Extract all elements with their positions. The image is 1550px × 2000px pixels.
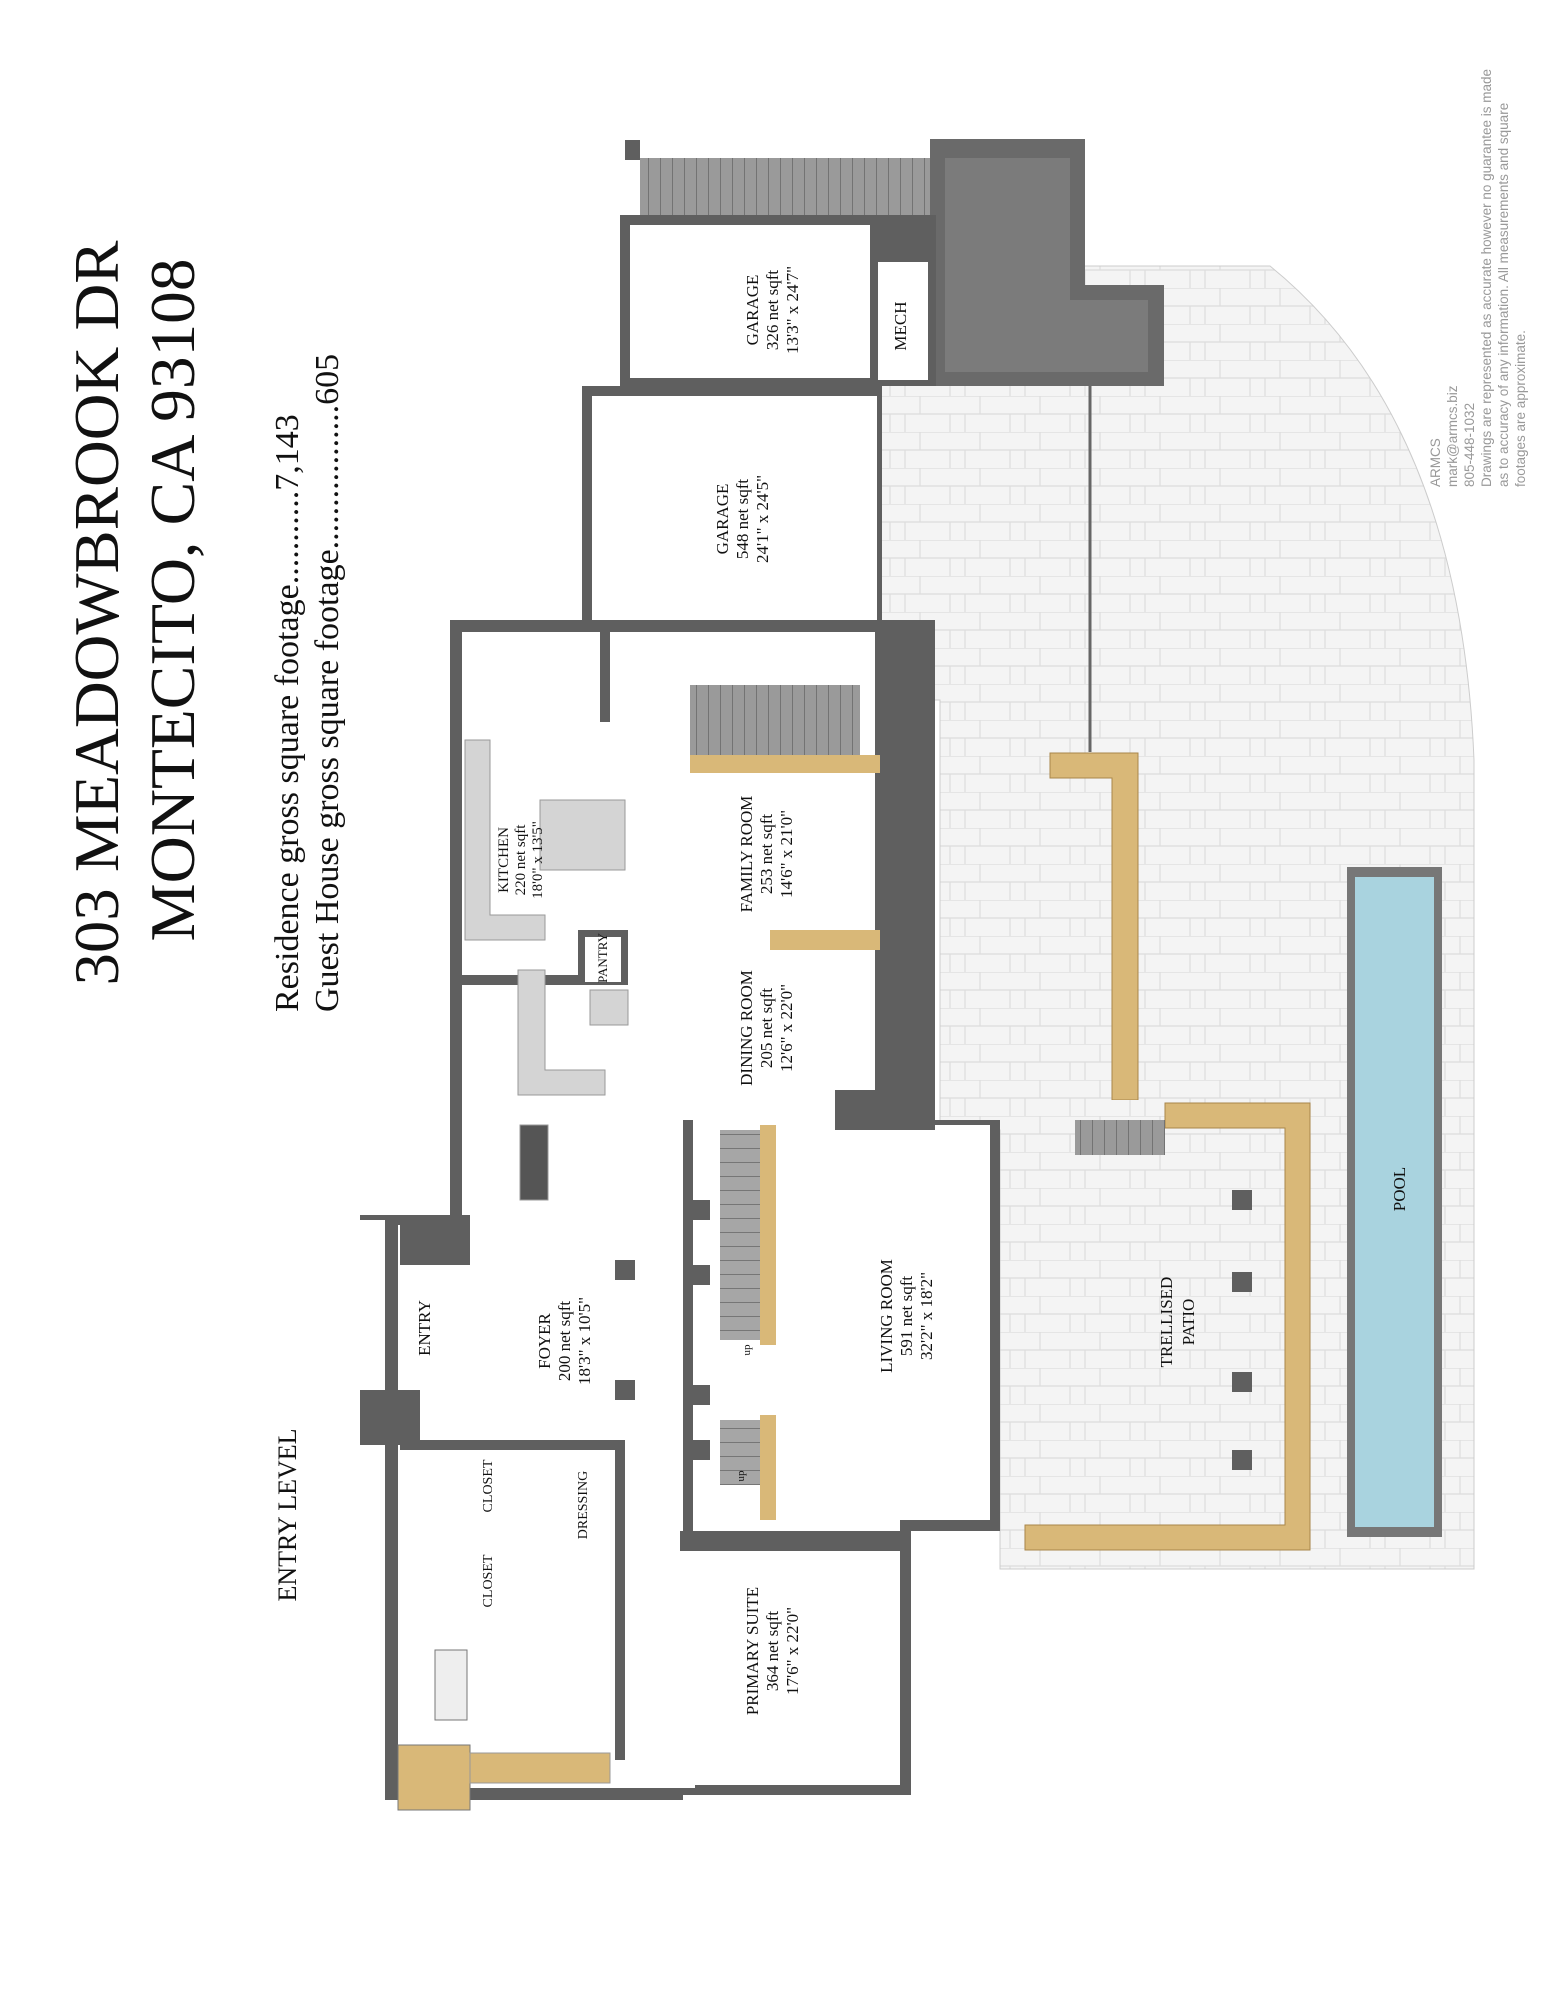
svg-text:14'6" x 21'0": 14'6" x 21'0" [777, 810, 796, 898]
svg-text:FAMILY ROOM: FAMILY ROOM [737, 796, 756, 913]
svg-text:up: up [735, 1470, 747, 1482]
interior-stairs [690, 685, 860, 755]
svg-text:as to accuracy of any informat: as to accuracy of any information. All m… [1496, 103, 1511, 487]
room-closet-1: CLOSET [481, 1459, 496, 1512]
residence-sqft: Residence gross square footage..........… [269, 414, 306, 1012]
svg-text:footages are approximate.: footages are approximate. [1513, 330, 1528, 487]
room-closet-2: CLOSET [481, 1554, 496, 1607]
room-mech: MECH [891, 301, 910, 350]
svg-text:KITCHEN: KITCHEN [496, 827, 512, 893]
room-pantry: PANTRY [595, 932, 610, 983]
svg-text:CLOSET: CLOSET [481, 1459, 496, 1512]
svg-text:LIVING ROOM: LIVING ROOM [877, 1259, 896, 1373]
svg-text:13'3" x 24'7": 13'3" x 24'7" [783, 266, 802, 354]
svg-text:PRIMARY SUITE: PRIMARY SUITE [743, 1587, 762, 1715]
svg-text:18'3" x 10'5": 18'3" x 10'5" [575, 1297, 594, 1385]
email: mark@armcs.biz [1445, 385, 1460, 487]
svg-text:CLOSET: CLOSET [481, 1554, 496, 1607]
address-line-1: 303 MEADOWBROOK DR [61, 240, 132, 985]
svg-text:PANTRY: PANTRY [595, 932, 610, 983]
svg-text:591 net sqft: 591 net sqft [897, 1276, 916, 1357]
room-dressing: DRESSING [576, 1471, 591, 1539]
svg-text:DINING ROOM: DINING ROOM [737, 970, 756, 1086]
svg-text:POOL: POOL [1390, 1167, 1409, 1211]
svg-text:GARAGE: GARAGE [713, 484, 732, 555]
header: 303 MEADOWBROOK DR MONTECITO, CA 93108 R… [61, 240, 346, 1601]
svg-text:18'0" x 13'5": 18'0" x 13'5" [530, 821, 546, 899]
exterior-stairs [640, 158, 930, 215]
address-line-2: MONTECITO, CA 93108 [137, 259, 208, 942]
room-entry: ENTRY [415, 1300, 434, 1356]
svg-text:364 net sqft: 364 net sqft [763, 1611, 782, 1692]
svg-text:GARAGE: GARAGE [743, 275, 762, 346]
phone: 805-448-1032 [1462, 403, 1477, 487]
disclaimer: Drawings are represented as accurate how… [1479, 69, 1494, 487]
svg-text:548 net sqft: 548 net sqft [733, 479, 752, 560]
room-pool: POOL [1390, 1167, 1409, 1211]
stair-up-label: up [741, 1344, 753, 1356]
guesthouse-sqft: Guest House gross square footage........… [309, 354, 346, 1012]
svg-text:205 net sqft: 205 net sqft [757, 988, 776, 1069]
svg-text:253 net sqft: 253 net sqft [757, 814, 776, 895]
svg-text:ENTRY: ENTRY [415, 1300, 434, 1356]
stair-up-label: up [735, 1470, 747, 1482]
svg-text:TRELLISED: TRELLISED [1157, 1277, 1176, 1368]
svg-text:17'6" x 22'0": 17'6" x 22'0" [783, 1607, 802, 1695]
svg-text:FOYER: FOYER [535, 1312, 554, 1368]
company: ARMCS [1428, 438, 1443, 487]
credit-block: ARMCS mark@armcs.biz 805-448-1032 Drawin… [1428, 69, 1528, 487]
svg-text:12'6" x 22'0": 12'6" x 22'0" [777, 984, 796, 1072]
svg-text:32'2" x 18'2": 32'2" x 18'2" [917, 1272, 936, 1360]
svg-text:up: up [741, 1344, 753, 1356]
svg-text:MECH: MECH [891, 301, 910, 350]
svg-text:220 net sqft: 220 net sqft [513, 824, 529, 896]
shower [397, 1744, 471, 1811]
svg-text:PATIO: PATIO [1179, 1299, 1198, 1346]
svg-text:200 net sqft: 200 net sqft [555, 1301, 574, 1382]
svg-text:326 net sqft: 326 net sqft [763, 270, 782, 351]
trellised-patio [1025, 1100, 1310, 1550]
kitchen-counters [464, 739, 629, 1201]
svg-text:DRESSING: DRESSING [576, 1471, 591, 1539]
svg-text:24'1" x 24'5": 24'1" x 24'5" [753, 475, 772, 563]
level-label: ENTRY LEVEL [273, 1428, 302, 1601]
